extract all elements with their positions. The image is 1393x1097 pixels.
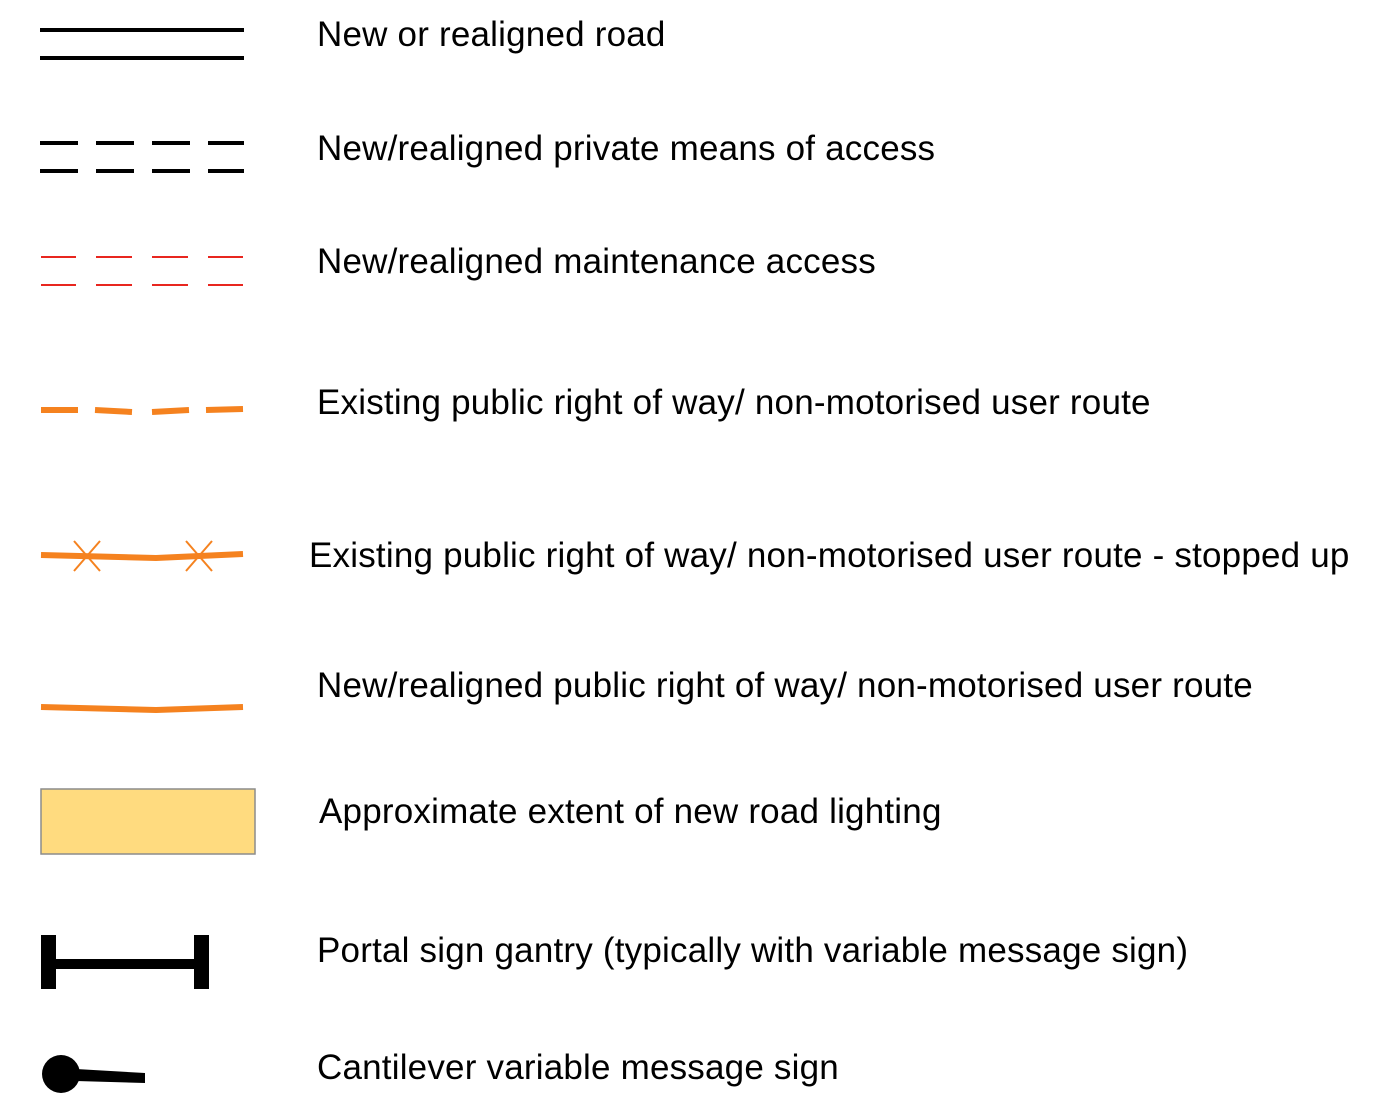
orange-solid-line-icon <box>40 704 244 714</box>
legend-label-cantilever-sign: Cantilever variable message sign <box>317 1048 839 1087</box>
legend-row-existing-prow: Existing public right of way/ non-motori… <box>0 370 1393 460</box>
legend-label-private-access: New/realigned private means of access <box>317 129 936 168</box>
yellow-rectangle-icon <box>40 788 256 855</box>
legend-row-private-access: New/realigned private means of access <box>0 110 1393 200</box>
legend-row-prow-stopped-up: Existing public right of way/ non-motori… <box>0 520 1393 610</box>
orange-dashed-line-icon <box>41 406 244 415</box>
cantilever-sign-icon <box>42 1055 145 1093</box>
legend-row-cantilever-sign: Cantilever variable message sign <box>0 1040 1393 1097</box>
legend-label-new-road: New or realigned road <box>317 15 666 54</box>
double-red-dashed-line-icon <box>41 256 243 286</box>
legend-label-road-lighting: Approximate extent of new road lighting <box>319 792 942 831</box>
legend-label-existing-prow: Existing public right of way/ non-motori… <box>317 383 1151 422</box>
legend-label-portal-gantry: Portal sign gantry (typically with varia… <box>317 931 1189 970</box>
legend-row-new-prow: New/realigned public right of way/ non-m… <box>0 665 1393 755</box>
legend-row-portal-gantry: Portal sign gantry (typically with varia… <box>0 925 1393 1015</box>
legend-label-new-prow: New/realigned public right of way/ non-m… <box>317 666 1253 705</box>
legend-row-new-road: New or realigned road <box>0 0 1393 90</box>
legend-label-maintenance-access: New/realigned maintenance access <box>317 242 876 281</box>
double-black-line-icon <box>40 28 244 60</box>
double-black-dashed-line-icon <box>40 141 244 173</box>
orange-line-with-crosses-icon <box>40 540 244 572</box>
portal-gantry-icon <box>41 935 209 989</box>
legend-row-maintenance-access: New/realigned maintenance access <box>0 225 1393 315</box>
legend-row-road-lighting: Approximate extent of new road lighting <box>0 780 1393 870</box>
legend-label-prow-stopped-up: Existing public right of way/ non-motori… <box>309 536 1350 575</box>
